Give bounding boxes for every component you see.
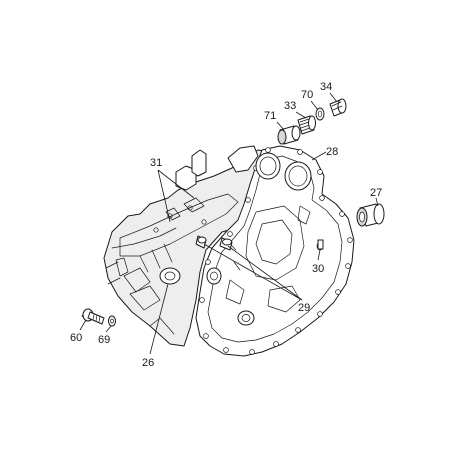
bolt-60 xyxy=(81,308,105,325)
sleeve-71 xyxy=(277,125,301,145)
crankcase-body xyxy=(103,145,269,347)
callout-34: 34 xyxy=(320,81,332,93)
spring-33 xyxy=(297,115,316,135)
dowel-pins xyxy=(195,235,233,251)
callout-71: 71 xyxy=(264,110,276,122)
washer-69 xyxy=(108,315,116,327)
bushing-27 xyxy=(356,203,385,227)
callout-70: 70 xyxy=(301,89,313,101)
callout-69: 69 xyxy=(98,334,110,346)
callout-labels: 34 70 33 71 28 31 27 30 29 60 69 26 xyxy=(70,81,382,369)
callout-27: 27 xyxy=(370,187,382,199)
callout-33: 33 xyxy=(284,100,296,112)
plug-34 xyxy=(329,98,347,117)
callout-30: 30 xyxy=(312,263,324,275)
callout-28: 28 xyxy=(326,146,338,158)
callout-26: 26 xyxy=(142,357,154,369)
callout-29: 29 xyxy=(298,302,310,314)
leader-lines xyxy=(79,92,379,355)
dowel-30 xyxy=(317,239,324,250)
crankcase-gasket-face xyxy=(195,145,355,357)
callout-60: 60 xyxy=(70,332,82,344)
gasket-bolt-holes xyxy=(199,147,353,355)
callout-31: 31 xyxy=(150,157,162,169)
washer-70 xyxy=(315,107,325,121)
